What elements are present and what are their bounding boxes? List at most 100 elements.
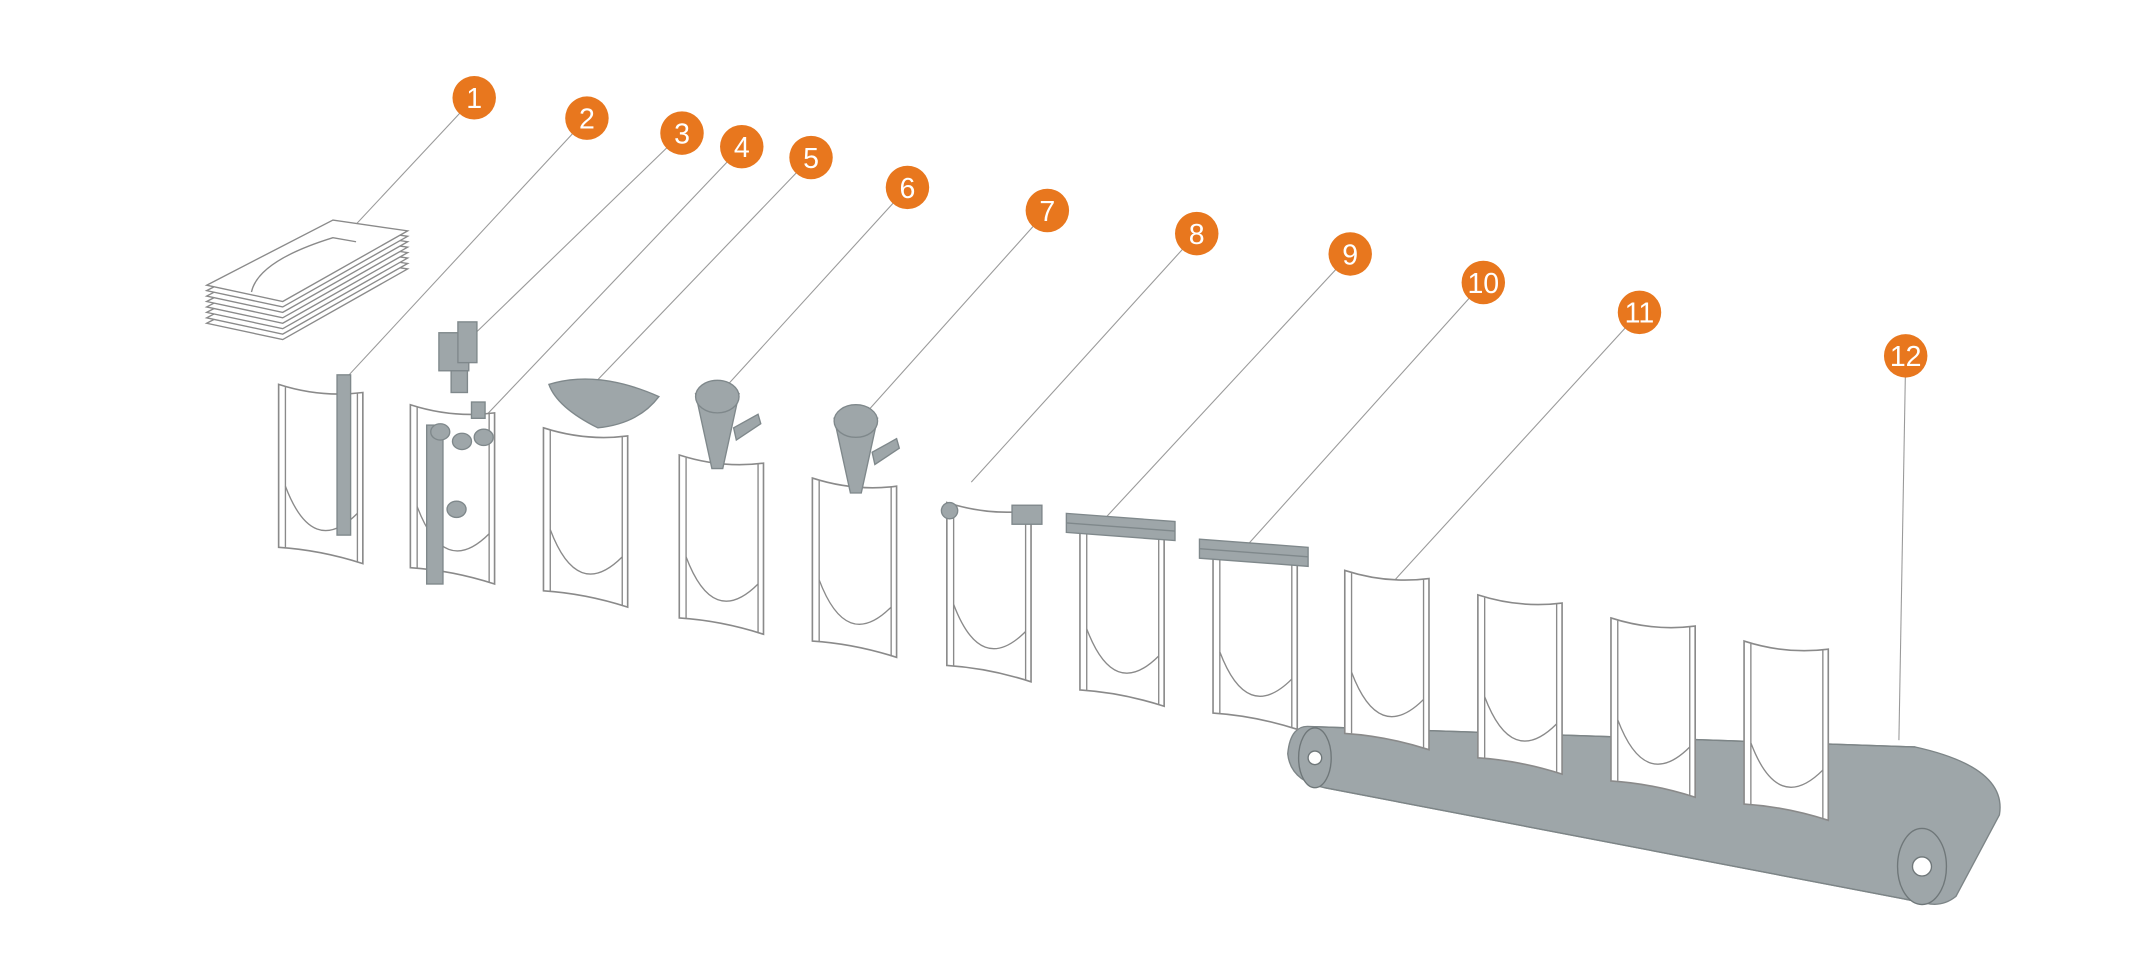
pouch-gusset [1750, 742, 1824, 788]
pouch-gusset [952, 604, 1027, 650]
pouch-bag [1477, 593, 1563, 776]
step-marker-11: 11 [1617, 290, 1662, 335]
pouch-outline [1477, 593, 1563, 776]
step-marker-4: 4 [720, 124, 764, 169]
marker-label: 11 [1625, 298, 1655, 330]
pouch-outline [1079, 525, 1165, 708]
step-marker-12: 12 [1883, 334, 1928, 378]
marker-label: 7 [1039, 196, 1055, 228]
pouch-bag [678, 453, 765, 636]
pouch-bag [542, 426, 629, 609]
leader-line-10 [1242, 282, 1484, 551]
marker-circle [885, 165, 930, 210]
leader-line-11 [1378, 312, 1640, 598]
flat-hopper [548, 378, 660, 429]
funnel-top [694, 379, 740, 414]
suction-cup [451, 432, 473, 451]
suction-cup [473, 428, 494, 447]
pouch-outline [946, 501, 1032, 683]
bag-sheet [204, 219, 410, 303]
marker-label: 2 [579, 104, 595, 136]
pouch-bag [946, 501, 1032, 683]
leader-line-2 [346, 117, 588, 378]
leader-line-7 [848, 210, 1048, 433]
leader-line-6 [712, 187, 908, 402]
pouch-bag [1610, 616, 1696, 799]
pouch-outline [1343, 569, 1430, 751]
pouch-gusset [685, 556, 759, 602]
marker-circle [452, 76, 496, 120]
printer-nozzle [450, 370, 469, 394]
step-marker-5: 5 [789, 135, 833, 180]
filling-funnel [833, 404, 901, 494]
filling-funnel [694, 379, 762, 470]
pouch-gusset [1086, 628, 1160, 674]
deflator-block [1011, 504, 1043, 525]
pouch-outline [811, 476, 898, 659]
step-marker-2: 2 [565, 96, 609, 140]
sealer-jaw-line [1066, 522, 1176, 532]
step-marker-7: 7 [1025, 188, 1070, 233]
suction-cup [430, 423, 451, 441]
pouch-gusset [1617, 719, 1691, 765]
marker-label: 12 [1890, 341, 1922, 373]
printer-nozzle [470, 401, 486, 419]
machine-parts [204, 219, 2001, 906]
pouch-bag [1212, 548, 1299, 731]
deflator-nozzle [940, 501, 959, 520]
bag-stack [204, 219, 410, 341]
pouch-gusset [1350, 672, 1425, 718]
marker-label: 8 [1189, 219, 1205, 251]
leader-line-8 [970, 233, 1198, 483]
pouch-gusset [1219, 651, 1293, 697]
leader-line-1 [339, 97, 475, 243]
sealer-jaw-line [1199, 548, 1309, 558]
pouch-outline [1212, 548, 1299, 731]
marker-circle [1328, 232, 1372, 276]
step-marker-9: 9 [1328, 232, 1372, 276]
marker-label: 10 [1467, 268, 1499, 300]
marker-label: 5 [803, 143, 819, 175]
leader-line-5 [583, 157, 812, 395]
marker-label: 9 [1342, 239, 1358, 271]
pouch-bag [1343, 569, 1430, 751]
pouch-bag [1743, 639, 1830, 822]
pouch-outline [1610, 616, 1696, 799]
pouch-bag [811, 476, 898, 659]
funnel-top [833, 404, 879, 439]
conveyor-edge [1324, 787, 1927, 904]
pouch-gusset [416, 506, 490, 552]
marker-circle [789, 135, 833, 180]
funnel-chute [732, 413, 762, 442]
pouch-bag [1079, 525, 1165, 708]
pouch-outline [678, 453, 765, 636]
pouch-gusset [549, 529, 623, 575]
marker-label: 3 [674, 118, 690, 150]
marker-label: 4 [734, 132, 750, 164]
marker-label: 6 [900, 173, 916, 205]
opener-bar [425, 424, 444, 585]
leader-line-9 [1106, 253, 1351, 517]
roller-hub [1307, 750, 1323, 766]
suction-cup [446, 500, 467, 519]
bag-sheet-fold [250, 236, 357, 293]
printer [438, 321, 486, 419]
leader-line-4 [448, 146, 743, 456]
gripper-bar [336, 374, 352, 536]
printer-body [457, 321, 478, 364]
step-marker-8: 8 [1175, 211, 1219, 256]
leader-line-3 [468, 132, 683, 340]
pouch-outline [542, 426, 629, 609]
marker-circle [1883, 334, 1928, 378]
marker-label: 1 [466, 83, 482, 115]
leader-line-12 [1898, 355, 1907, 741]
marker-circle [1461, 260, 1506, 305]
step-marker-1: 1 [452, 76, 496, 120]
pouch-outline [1743, 639, 1830, 822]
marker-circle [1617, 290, 1662, 335]
pouch-gusset [1484, 696, 1558, 742]
marker-circle [1175, 211, 1219, 256]
